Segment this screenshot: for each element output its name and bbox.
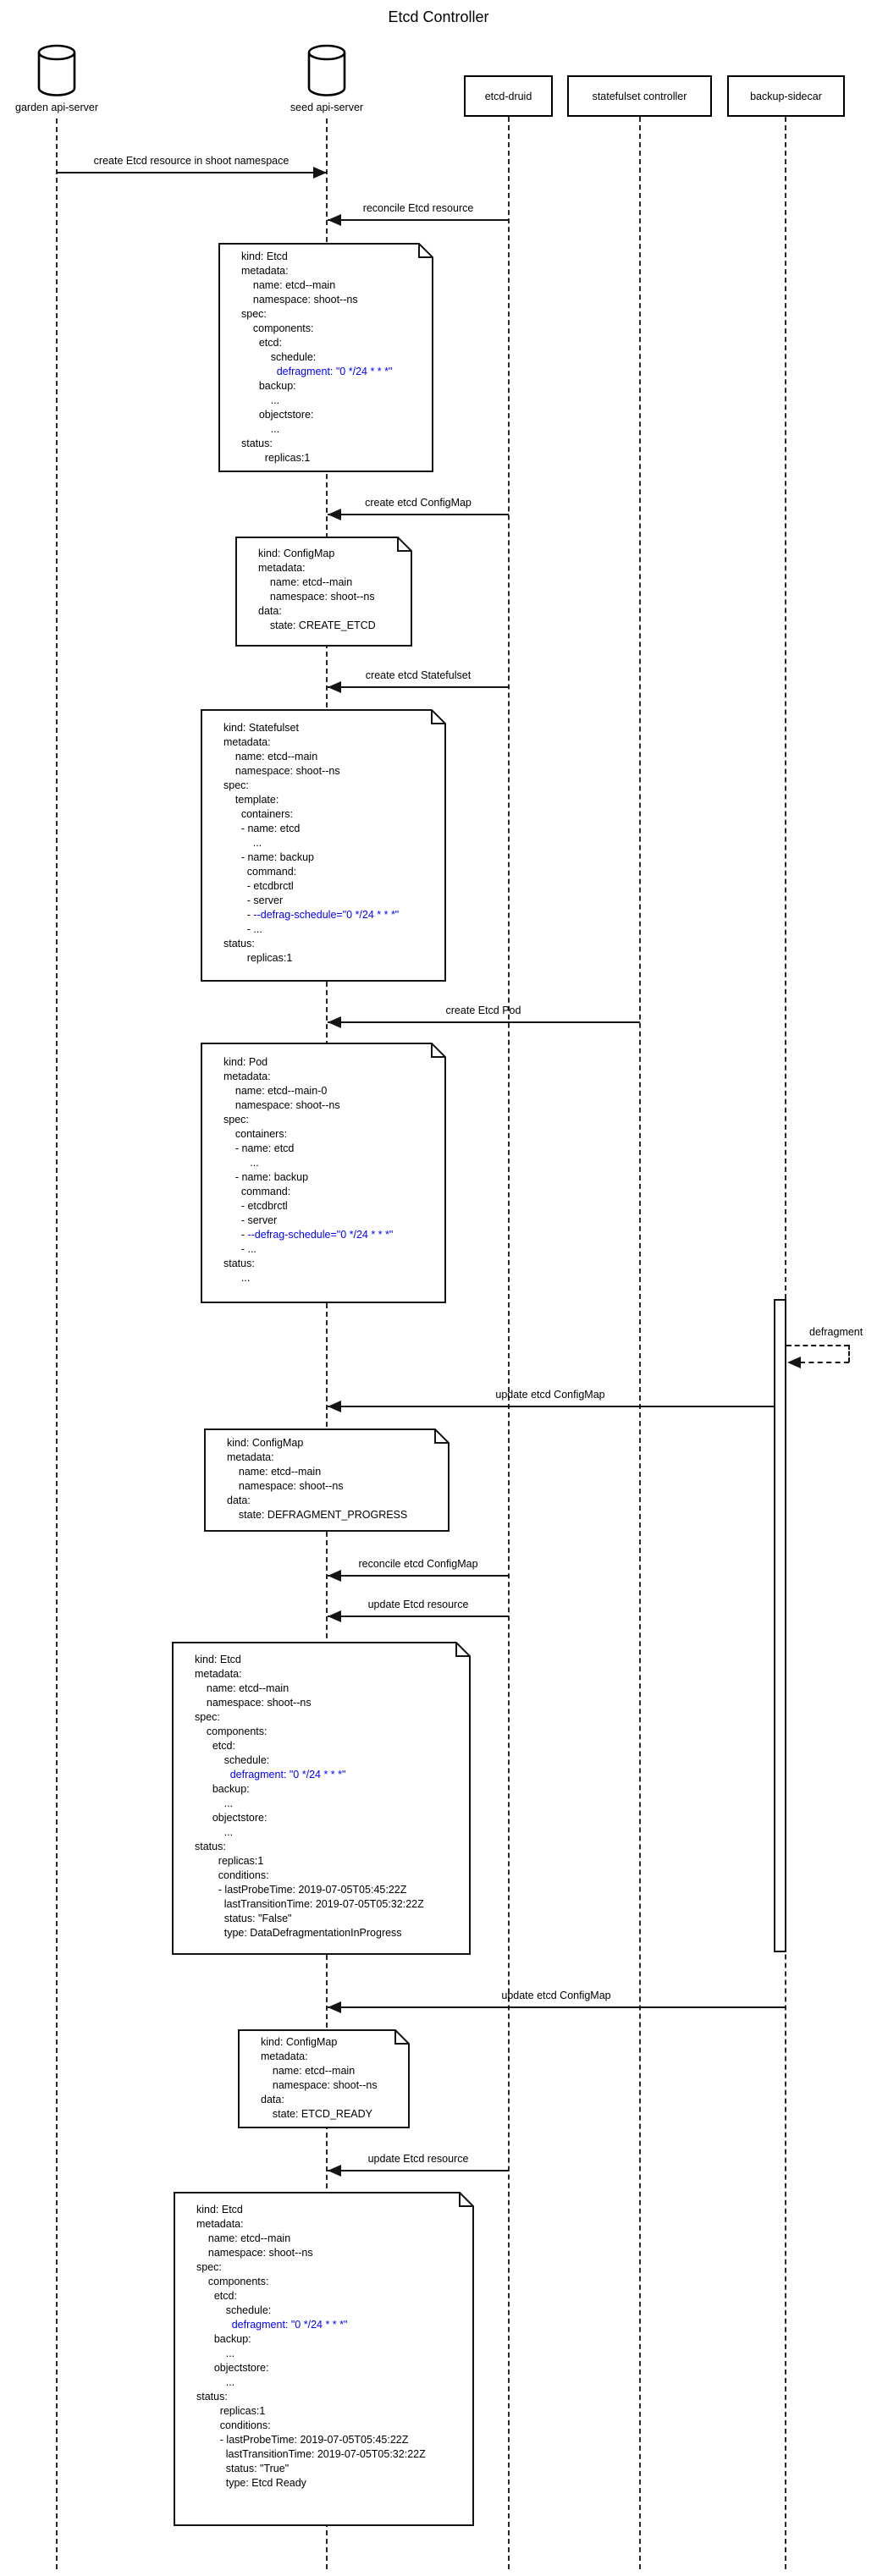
- arrowhead-left-icon: [328, 681, 341, 693]
- message-label-reconcile-etcd-configmap: reconcile etcd ConfigMap: [358, 1558, 478, 1570]
- message-line-defragment-out: [786, 1345, 849, 1346]
- message-label-update-etcd-resource-1: update Etcd resource: [367, 1599, 469, 1610]
- participant-label-backup-sidecar: backup-sidecar: [750, 90, 822, 102]
- message-label-update-etcd-configmap-2: update etcd ConfigMap: [501, 1990, 611, 2001]
- lifeline-seed-api-server: [326, 118, 328, 2569]
- message-line-update-etcd-resource-1: [328, 1616, 509, 1617]
- arrowhead-left-icon: [328, 2001, 341, 2013]
- lifeline-etcd-druid: [508, 117, 510, 2569]
- arrowhead-left-icon: [328, 1016, 341, 1028]
- message-label-create-etcd-pod: create Etcd Pod: [445, 1005, 521, 1016]
- database-icon-seed: [306, 44, 347, 101]
- message-label-create-etcd-resource: create Etcd resource in shoot namespace: [93, 155, 290, 167]
- message-line-create-etcd-configmap: [328, 514, 509, 515]
- message-label-update-etcd-configmap-1: update etcd ConfigMap: [495, 1389, 605, 1401]
- message-label-update-etcd-resource-2: update Etcd resource: [367, 2153, 469, 2165]
- arrowhead-left-icon: [328, 214, 341, 226]
- participant-backup-sidecar: backup-sidecar: [727, 75, 845, 117]
- activation-bar-backup-sidecar: [774, 1299, 786, 1952]
- diagram-title: Etcd Controller: [388, 8, 489, 25]
- message-label-create-etcd-statefulset: create etcd Statefulset: [365, 669, 472, 681]
- message-label-defragment: defragment: [809, 1326, 863, 1338]
- message-line-reconcile-etcd-resource: [328, 219, 509, 221]
- arrowhead-left-icon: [787, 1357, 801, 1368]
- database-icon-garden: [36, 44, 77, 101]
- arrowhead-left-icon: [328, 2165, 341, 2177]
- message-line-update-etcd-configmap-2: [328, 2006, 786, 2008]
- message-line-update-etcd-configmap-1: [328, 1406, 775, 1407]
- message-label-create-etcd-configmap: create etcd ConfigMap: [365, 497, 472, 509]
- message-line-defragment-back: [800, 1362, 849, 1363]
- participant-statefulset-controller: statefulset controller: [567, 75, 712, 117]
- arrowhead-right-icon: [313, 167, 327, 179]
- participant-label-etcd-druid: etcd-druid: [484, 90, 532, 102]
- participant-label-statefulset-controller: statefulset controller: [592, 90, 687, 102]
- lifeline-garden-api-server: [56, 118, 58, 2569]
- participant-etcd-druid: etcd-druid: [464, 75, 553, 117]
- arrowhead-left-icon: [328, 1570, 341, 1582]
- message-line-reconcile-etcd-configmap: [328, 1575, 509, 1577]
- lifeline-statefulset-controller: [639, 117, 641, 2569]
- arrowhead-left-icon: [328, 1401, 341, 1412]
- actor-label-garden-api-server: garden api-server: [15, 102, 98, 113]
- message-line-update-etcd-resource-2: [328, 2170, 509, 2171]
- actor-label-seed-api-server: seed api-server: [290, 102, 364, 113]
- message-label-reconcile-etcd-resource: reconcile Etcd resource: [362, 202, 474, 214]
- message-line-create-etcd-resource: [57, 172, 327, 173]
- message-line-create-etcd-pod: [328, 1021, 640, 1023]
- message-line-create-etcd-statefulset: [328, 686, 509, 688]
- arrowhead-left-icon: [328, 509, 341, 520]
- message-line-defragment-down: [848, 1345, 850, 1362]
- arrowhead-left-icon: [328, 1610, 341, 1622]
